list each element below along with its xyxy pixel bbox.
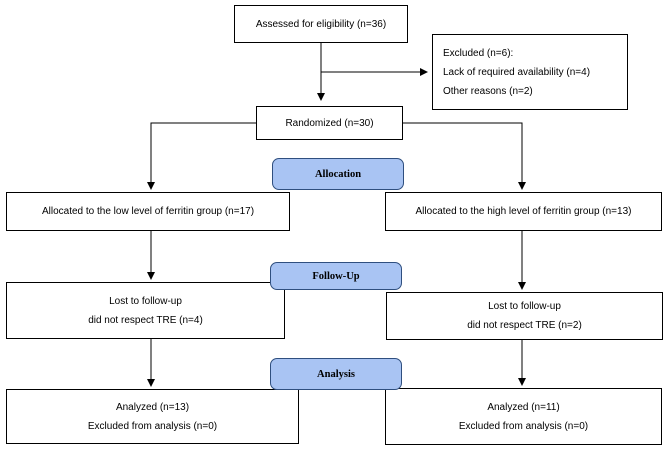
allocation-phase-text: Allocation: [314, 168, 362, 180]
allocation-phase-label: Allocation: [272, 158, 404, 190]
randomized-label: Randomized (n=30): [285, 117, 374, 129]
low-analyzed-box: Analyzed (n=13) Excluded from analysis (…: [6, 389, 299, 444]
randomized-box: Randomized (n=30): [256, 106, 403, 140]
high-lost-box: Lost to follow-up did not respect TRE (n…: [386, 292, 663, 340]
low-analyzed-line: Excluded from analysis (n=0): [87, 420, 218, 432]
excluded-reason: Lack of required availability (n=4): [443, 66, 591, 78]
analysis-phase-label: Analysis: [270, 358, 402, 390]
low-lost-line: Lost to follow-up: [109, 295, 182, 307]
low-allocated-box: Allocated to the low level of ferritin g…: [6, 192, 290, 231]
assessed-label: Assessed for eligibility (n=36): [255, 18, 387, 30]
excluded-reason: Other reasons (n=2): [443, 85, 533, 97]
high-analyzed-line: Analyzed (n=11): [487, 401, 560, 413]
high-analyzed-line: Excluded from analysis (n=0): [458, 420, 589, 432]
high-allocated-box: Allocated to the high level of ferritin …: [385, 192, 662, 231]
high-lost-line: did not respect TRE (n=2): [467, 320, 582, 331]
high-allocated-label: Allocated to the high level of ferritin …: [415, 206, 632, 217]
excluded-box: Excluded (n=6): Lack of required availab…: [432, 34, 628, 110]
follow-up-phase-label: Follow-Up: [270, 262, 402, 290]
arrow-randomized-to-low: [147, 122, 256, 190]
analysis-phase-text: Analysis: [317, 368, 355, 380]
high-analyzed-box: Analyzed (n=11) Excluded from analysis (…: [385, 388, 662, 445]
excluded-title: Excluded (n=6):: [443, 47, 514, 59]
assessed-box: Assessed for eligibility (n=36): [234, 5, 408, 43]
low-lost-box: Lost to follow-up did not respect TRE (n…: [6, 282, 285, 339]
low-analyzed-line: Analyzed (n=13): [115, 401, 190, 413]
follow-up-phase-text: Follow-Up: [312, 270, 360, 282]
low-allocated-label: Allocated to the low level of ferritin g…: [41, 206, 255, 217]
low-lost-line: did not respect TRE (n=4): [88, 314, 203, 326]
arrow-randomized-to-high: [403, 122, 526, 190]
high-lost-line: Lost to follow-up: [488, 301, 561, 312]
